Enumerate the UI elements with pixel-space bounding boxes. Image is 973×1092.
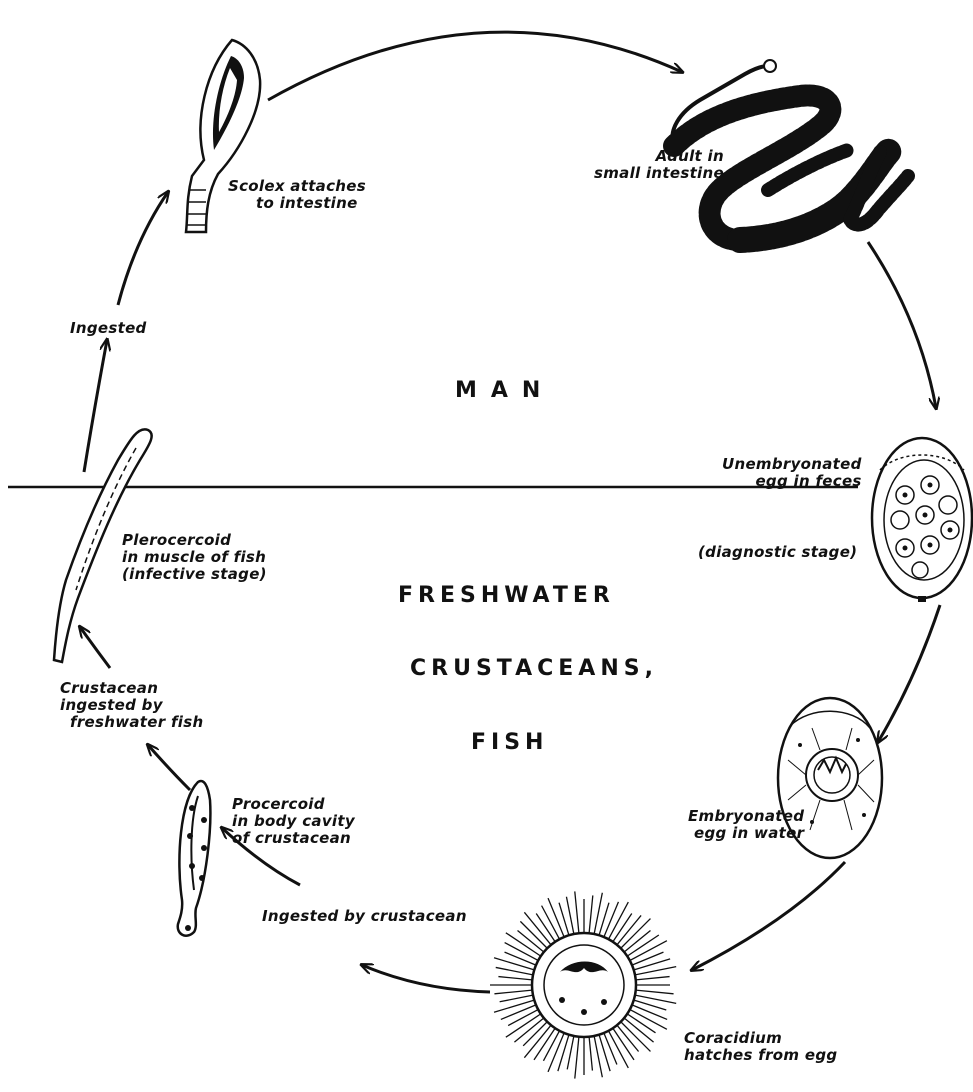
label-plerocercoid-line2: in muscle of fish: [122, 549, 267, 566]
arrow-fish-to-plerocercoid: [80, 627, 110, 668]
label-procercoid-line1: Procercoid: [232, 796, 355, 813]
coracidium-illustration: [490, 891, 676, 1078]
label-embryonated: Embryonated egg in water: [688, 808, 804, 842]
cilium-line: [500, 995, 533, 1002]
label-procercoid-line2: in body cavity: [232, 813, 355, 830]
cilium-line: [575, 891, 579, 933]
label-crustacean-line1: Crustacean: [60, 680, 203, 697]
cilium-line: [604, 1033, 617, 1064]
label-unembryonated-line1: Unembryonated: [722, 456, 862, 473]
label-adult: Adult in small intestine: [594, 148, 724, 182]
label-adult-line2: small intestine: [594, 165, 724, 182]
label-unembryonated: Unembryonated egg in feces: [722, 456, 862, 490]
cilium-line: [559, 903, 569, 936]
zone-label-crustaceans: CRUSTACEANS,: [410, 656, 658, 681]
label-procercoid: Procercoid in body cavity of crustacean: [232, 796, 355, 847]
zone-label-freshwater: FRESHWATER: [398, 583, 615, 608]
arrow-plerocercoid-to-ingested: [84, 340, 107, 472]
cilium-line: [632, 952, 663, 965]
label-plerocercoid-line1: Plerocercoid: [122, 532, 267, 549]
arrow-scolex-to-adult: [268, 32, 682, 100]
unembryonated-egg-illustration: [872, 438, 972, 602]
label-crustacean-ingested: Crustacean ingested by freshwater fish: [60, 680, 203, 731]
cilium-line: [543, 1031, 559, 1061]
arrow-procercoid-to-fish: [148, 745, 190, 790]
label-embryonated-line1: Embryonated: [688, 808, 804, 825]
procercoid-illustration: [178, 781, 211, 936]
arrow-egg-to-embryonated: [878, 605, 940, 742]
cilium-line: [599, 903, 609, 936]
cilium-line: [501, 1005, 536, 1020]
label-adult-line1: Adult in: [594, 148, 724, 165]
label-ingested-by-crustacean: Ingested by crustacean: [262, 908, 467, 925]
label-embryonated-line2: egg in water: [688, 825, 804, 842]
cilium-line: [575, 1037, 579, 1079]
cilium-line: [632, 1005, 667, 1020]
label-plerocercoid: Plerocercoid in muscle of fish (infectiv…: [122, 532, 267, 583]
cilium-line: [494, 990, 532, 994]
label-unembryonated-line2: egg in feces: [722, 473, 862, 490]
label-scolex: Scolex attaches to intestine: [228, 178, 366, 212]
cilium-line: [589, 1037, 592, 1071]
label-plerocercoid-line3: (infective stage): [122, 566, 267, 583]
cilium-line: [505, 952, 536, 965]
cilium-line: [636, 990, 674, 994]
cilium-line: [566, 897, 573, 934]
cilium-line: [589, 895, 593, 933]
arrow-coracidium-to-crustacean: [362, 965, 490, 992]
cilium-line: [634, 1000, 667, 1010]
cilium-line: [634, 959, 670, 970]
label-diagnostic-stage: (diagnostic stage): [698, 544, 857, 561]
cilium-line: [558, 1035, 569, 1071]
label-ingested: Ingested: [70, 320, 147, 337]
label-coracidium-line1: Coracidium: [684, 1030, 837, 1047]
label-procercoid-line3: of crustacean: [232, 830, 355, 847]
arrow-ingested-to-scolex: [118, 192, 168, 305]
cilium-line: [498, 977, 532, 980]
label-crustacean-line2: ingested by: [60, 697, 203, 714]
cilium-line: [548, 1033, 564, 1072]
cilium-line: [599, 1035, 610, 1071]
label-coracidium-line2: hatches from egg: [684, 1047, 837, 1064]
label-crustacean-line3: freshwater fish: [60, 714, 203, 731]
cilium-line: [508, 1010, 538, 1026]
cilium-line: [636, 977, 670, 980]
label-scolex-line2: to intestine: [228, 195, 366, 212]
cilium-line: [496, 967, 533, 974]
zone-label-fish: FISH: [471, 730, 548, 755]
cilium-line: [604, 902, 619, 937]
zone-label-man: MAN: [455, 378, 554, 403]
arrow-embryonated-to-coracidium: [692, 862, 845, 970]
label-coracidium: Coracidium hatches from egg: [684, 1030, 837, 1064]
arrow-adult-to-egg: [868, 242, 936, 408]
cilium-line: [548, 898, 564, 937]
cilium-line: [567, 1036, 574, 1069]
label-scolex-line1: Scolex attaches: [228, 178, 366, 195]
